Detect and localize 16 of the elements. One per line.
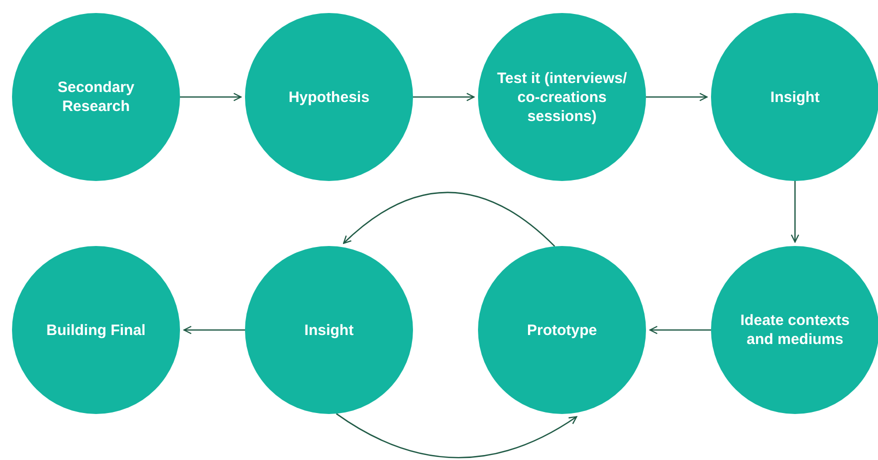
step-label: Insight — [769, 88, 821, 106]
arrow — [649, 326, 711, 334]
step-label: Ideate contexts and mediums — [739, 311, 851, 349]
arrow — [413, 92, 475, 102]
step-label: Building Final — [45, 320, 147, 340]
step-label: Prototype — [526, 320, 598, 340]
arrow — [646, 92, 708, 102]
step-label: Test it (interviews/ co-creations sessions) — [496, 68, 628, 126]
arrow — [343, 192, 556, 247]
arrow — [790, 181, 800, 243]
step-label: Hypothesis — [288, 88, 370, 106]
arrow — [183, 326, 245, 334]
step-label: Secondary Research — [56, 78, 136, 116]
arrow — [180, 92, 242, 102]
arrow — [336, 413, 578, 458]
step-label: Insight — [303, 320, 355, 340]
